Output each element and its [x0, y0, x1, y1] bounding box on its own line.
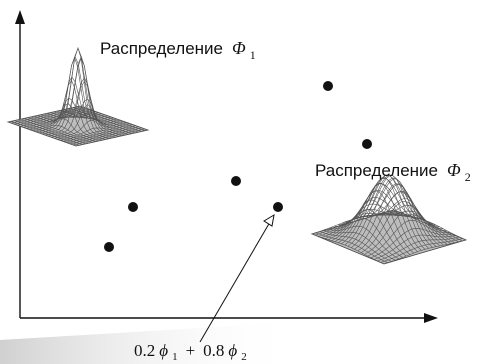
surface-mesh-line [367, 219, 450, 257]
surface-mesh-line [367, 190, 441, 247]
pointer-arrowhead [263, 214, 275, 227]
surface-mesh-line [60, 110, 129, 135]
mixture-coef-2: 0.8 [203, 341, 224, 360]
surface-mesh-line [41, 47, 115, 135]
surface-mesh-line [393, 209, 467, 241]
label-distribution-1-text: Распределение [100, 39, 223, 58]
surface-mesh-line [63, 125, 136, 142]
data-point [231, 176, 241, 186]
surface-mesh-line [51, 104, 124, 138]
surface-mesh-line [45, 57, 118, 136]
mixture-subscript-2: 2 [241, 351, 247, 363]
surface-mesh-line [57, 123, 130, 140]
label-distribution-1: Распределение Φ 1 [100, 38, 256, 62]
pointer-arrow-line [199, 221, 271, 343]
page-shadow [0, 322, 300, 364]
surface-mesh-line [54, 119, 127, 139]
surface-plot-phi2 [310, 174, 468, 265]
mixture-coef-1: 0.2 [134, 341, 155, 360]
label-distribution-1-subscript: 1 [250, 48, 256, 62]
surface-mesh-line [66, 126, 139, 143]
label-distribution-2-symbol: Φ [447, 160, 461, 180]
surface-mesh-line [56, 110, 126, 136]
surface-mesh-line [69, 127, 142, 145]
surface-mesh-line [48, 80, 121, 137]
surface-mesh-line [79, 105, 149, 131]
mixture-symbol-1: ϕ [159, 341, 168, 360]
surface-mesh-line [380, 238, 463, 263]
surface-mesh-line [356, 175, 429, 249]
label-distribution-1-symbol: Φ [232, 38, 246, 58]
surface-mesh-line [374, 234, 457, 260]
surface-mesh-line [47, 55, 116, 138]
surface-mesh-line [382, 212, 455, 244]
surface-plot-phi1 [6, 47, 150, 147]
surface-mesh-line [63, 109, 132, 134]
surface-mesh-line [347, 174, 431, 247]
surface-mesh-line [370, 228, 453, 259]
surface-mesh-line [53, 98, 122, 137]
x-axis-arrowhead [424, 313, 438, 323]
surface-mesh-line [390, 210, 463, 242]
axes [15, 10, 438, 323]
surface-mesh-line [364, 184, 437, 247]
surface-mesh-line [60, 124, 133, 141]
surface-mesh-line [72, 128, 145, 146]
data-points [104, 81, 372, 252]
mixture-plus: + [186, 341, 196, 360]
surface-mesh-line [377, 236, 460, 262]
data-point [273, 202, 283, 212]
label-distribution-2: Распределение Φ 2 [315, 160, 471, 184]
surface-mesh-line [70, 107, 139, 133]
label-distribution-2-subscript: 2 [465, 170, 471, 184]
surface-mesh-line [76, 106, 145, 131]
data-point [104, 242, 114, 252]
data-point [323, 81, 333, 91]
surface-mesh-line [66, 108, 136, 134]
mixture-subscript-1: 1 [172, 351, 178, 363]
data-point [362, 139, 372, 149]
data-point [128, 202, 138, 212]
y-axis-arrowhead [15, 10, 25, 24]
surface-mesh-line [351, 177, 434, 248]
pointer-arrow [199, 214, 275, 343]
surface-mesh-line [73, 107, 142, 132]
label-distribution-2-text: Распределение [315, 161, 438, 180]
surface-mesh-line [50, 77, 119, 137]
mixture-symbol-2: ϕ [228, 341, 237, 360]
surface-mesh-line [75, 129, 149, 147]
label-mixture: 0.2 ϕ 1 + 0.8 ϕ 2 [134, 341, 247, 364]
surface-mesh-line [360, 178, 433, 248]
surface-mesh-line [383, 239, 467, 265]
